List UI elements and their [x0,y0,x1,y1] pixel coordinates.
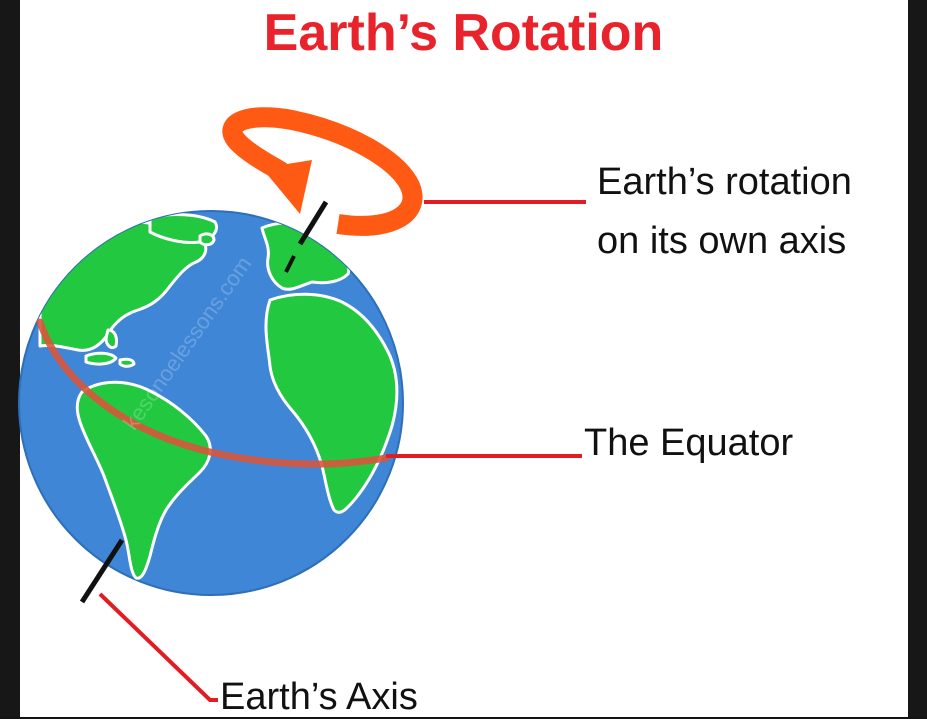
axis-top-segment [297,200,329,246]
peninsula-florida [104,328,118,350]
rotation-arrow-band [222,107,423,236]
axis-bottom-segment [79,538,125,604]
axis-hidden-dash [284,255,296,273]
island-caribbean-2 [118,357,136,368]
leader-line-axis [98,592,218,702]
label-rotation-line-2: on its own axis [597,220,847,262]
island-arctic [198,232,216,247]
label-rotation-line-1: Earth’s rotation [597,161,852,203]
equator-line [36,318,390,468]
rotation-arrow-icon [222,107,423,236]
label-axis: Earth’s Axis [220,676,418,718]
rotation-arrow-head [262,160,312,214]
label-equator: The Equator [584,422,794,464]
continent-south-america [75,380,212,580]
island-caribbean-1 [84,351,118,366]
diagram-title: Earth’s Rotation [263,4,664,62]
earth-globe-icon [18,210,404,596]
